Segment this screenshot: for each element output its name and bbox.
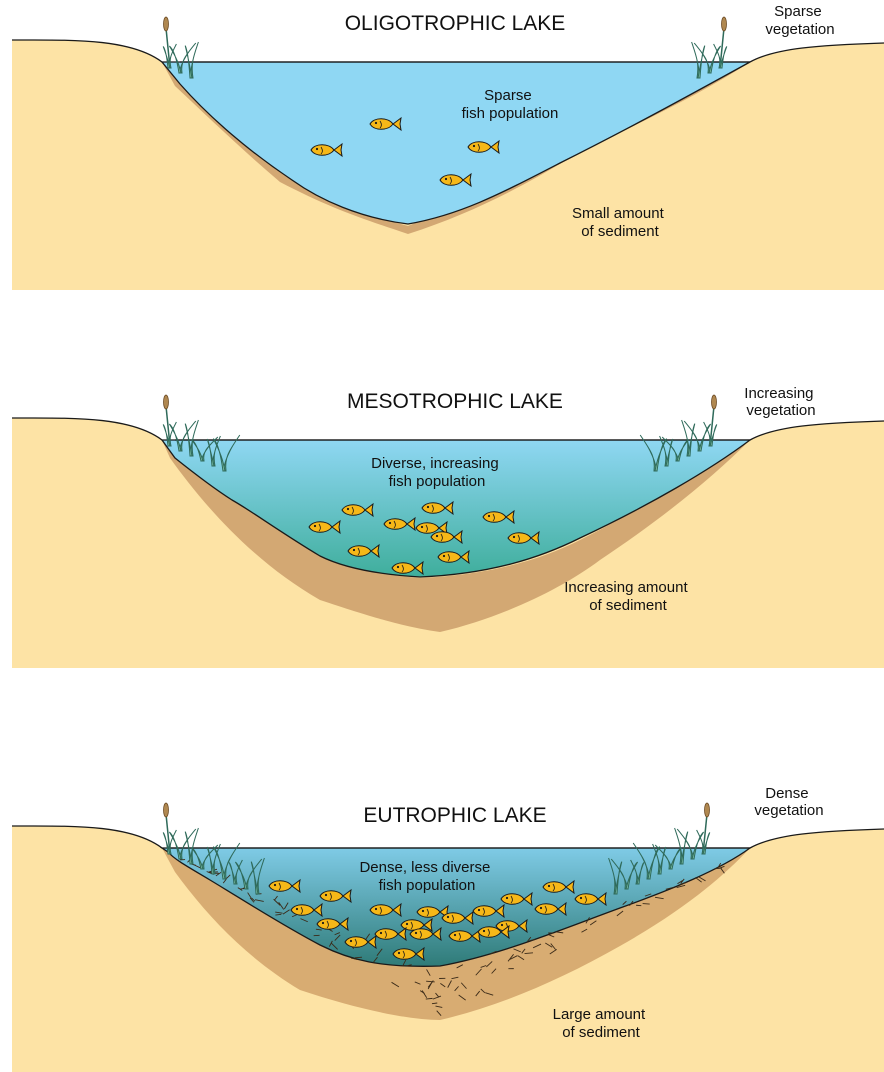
panel-oligotrophic: OLIGOTROPHIC LAKE Sparse vegetation Spar… (12, 3, 884, 290)
fish-label-line1: Dense, less diverse (359, 859, 490, 876)
sediment-label-line2: of sediment (562, 1024, 640, 1041)
sediment-label-line1: Small amount (572, 205, 665, 222)
sediment-label: Small amount of sediment (572, 205, 668, 240)
vegetation-label: Sparse vegetation (765, 3, 834, 38)
fish-label-line1: Diverse, increasing (371, 455, 499, 472)
fish-label: Dense, less diverse fish population (359, 859, 494, 894)
vegetation-label-line1: Dense (765, 785, 808, 802)
panel-title: OLIGOTROPHIC LAKE (345, 12, 566, 35)
panel-title: MESOTROPHIC LAKE (347, 390, 563, 413)
vegetation-label: Increasing vegetation (744, 385, 817, 419)
fish-label: Diverse, increasing fish population (371, 455, 503, 490)
sediment-label-line2: of sediment (581, 223, 659, 240)
vegetation-label-line2: vegetation (754, 802, 823, 819)
vegetation-label-line1: Increasing (744, 385, 813, 402)
sediment-label: Large amount of sediment (553, 1006, 650, 1041)
fish-label-line1: Sparse (484, 87, 532, 104)
panel-title: EUTROPHIC LAKE (363, 804, 546, 827)
vegetation-label: Dense vegetation (754, 785, 823, 819)
panel-mesotrophic: MESOTROPHIC LAKE Increasing vegetation D… (12, 385, 884, 668)
sediment-label-line1: Increasing amount (564, 579, 688, 596)
fish-label-line2: fish population (389, 473, 486, 490)
vegetation-label-line2: vegetation (746, 402, 815, 419)
fish-label-line2: fish population (379, 877, 476, 894)
sediment-label-line1: Large amount (553, 1006, 646, 1023)
fish-label-line2: fish population (462, 105, 559, 122)
vegetation-label-line2: vegetation (765, 21, 834, 38)
sediment-label-line2: of sediment (589, 597, 667, 614)
panel-eutrophic: EUTROPHIC LAKE Dense vegetation Dense, l… (12, 785, 884, 1072)
vegetation-label-line1: Sparse (774, 3, 822, 20)
